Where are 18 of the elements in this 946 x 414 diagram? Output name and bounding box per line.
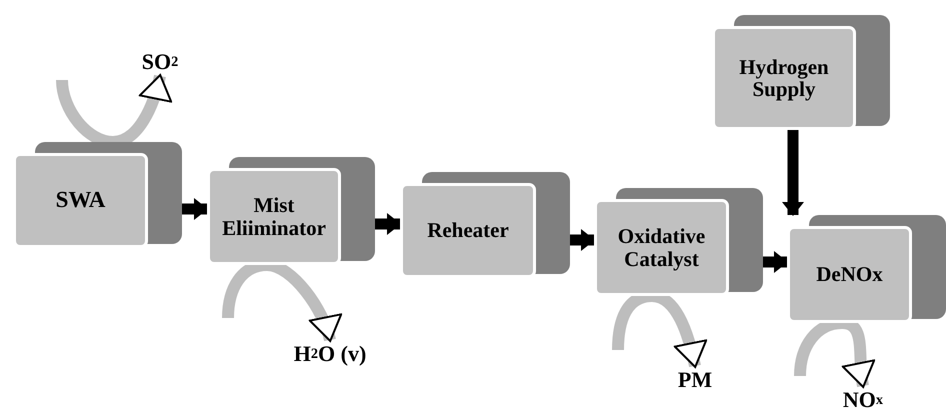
process-label: DeNOx xyxy=(816,263,883,286)
process-block xyxy=(712,15,890,130)
process-label: SWA xyxy=(56,188,106,213)
process-label: Mist Eliiminator xyxy=(221,194,327,239)
process-block xyxy=(207,157,375,265)
process-block xyxy=(594,188,763,296)
process-block xyxy=(787,215,946,323)
process-block xyxy=(13,142,182,248)
emission-label: PM xyxy=(668,366,722,394)
process-block xyxy=(400,172,570,278)
process-label: Reheater xyxy=(427,219,509,242)
process-label: Oxidative Catalyst xyxy=(616,225,706,270)
flow-arrow xyxy=(375,213,401,235)
flow-arrow xyxy=(782,130,804,216)
process-label: Hydrogen Supply xyxy=(738,56,830,100)
flow-arrow xyxy=(763,251,788,273)
flow-arrow xyxy=(182,198,208,220)
flow-arrow xyxy=(570,229,595,251)
